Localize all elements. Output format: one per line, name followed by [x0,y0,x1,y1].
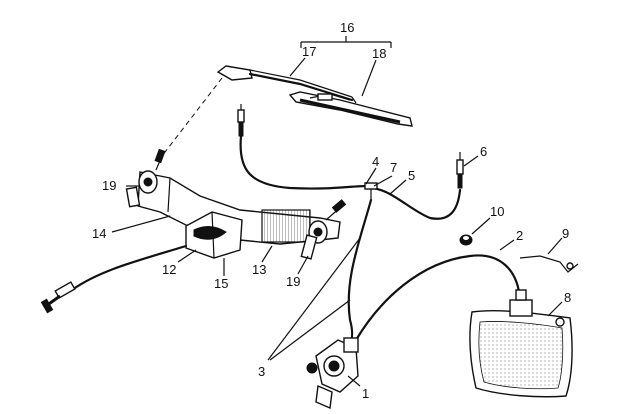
cable-upper-right [370,186,462,220]
label-4: 4 [372,154,379,169]
label-2: 2 [516,228,523,243]
vent-tube-end [566,262,574,270]
cable-plug [40,281,76,314]
label-13: 13 [252,262,266,277]
label-14: 14 [92,226,106,241]
t-connector [364,182,378,200]
arm-pivot-dashed-guide [161,77,223,157]
part-labels: 16 17 18 4 7 5 6 10 2 9 8 19 14 12 15 13… [92,20,571,401]
hose-to-pump-left [346,198,373,350]
label-17: 17 [302,44,316,59]
leader-3b [269,299,351,361]
drive-cable [70,244,188,292]
label-6: 6 [480,144,487,159]
cable-upper-left [239,134,370,190]
washer-nozzle-right [456,152,464,189]
label-3: 3 [258,364,265,379]
wiper-motor [185,211,243,259]
label-1: 1 [362,386,369,401]
label-16: 16 [340,20,354,35]
label-7: 7 [390,160,397,175]
leader-3a [267,237,361,361]
label-8: 8 [564,290,571,305]
hose-to-reservoir [354,254,522,342]
label-18: 18 [372,46,386,61]
label-19-left: 19 [102,178,116,193]
leader-lines [111,57,563,387]
label-9: 9 [562,226,569,241]
label-10: 10 [490,204,504,219]
label-16-bracket [300,36,392,48]
washer-reservoir [469,289,573,398]
label-5: 5 [408,168,415,183]
washer-nozzle-left [237,104,245,137]
right-pivot [300,199,347,260]
wiper-blade [288,91,413,127]
label-12: 12 [162,262,176,277]
grommet [459,234,473,246]
wiper-arm [216,65,357,104]
left-pivot [125,148,166,208]
washer-pump [306,337,359,410]
label-19-right: 19 [286,274,300,289]
label-15: 15 [214,276,228,291]
